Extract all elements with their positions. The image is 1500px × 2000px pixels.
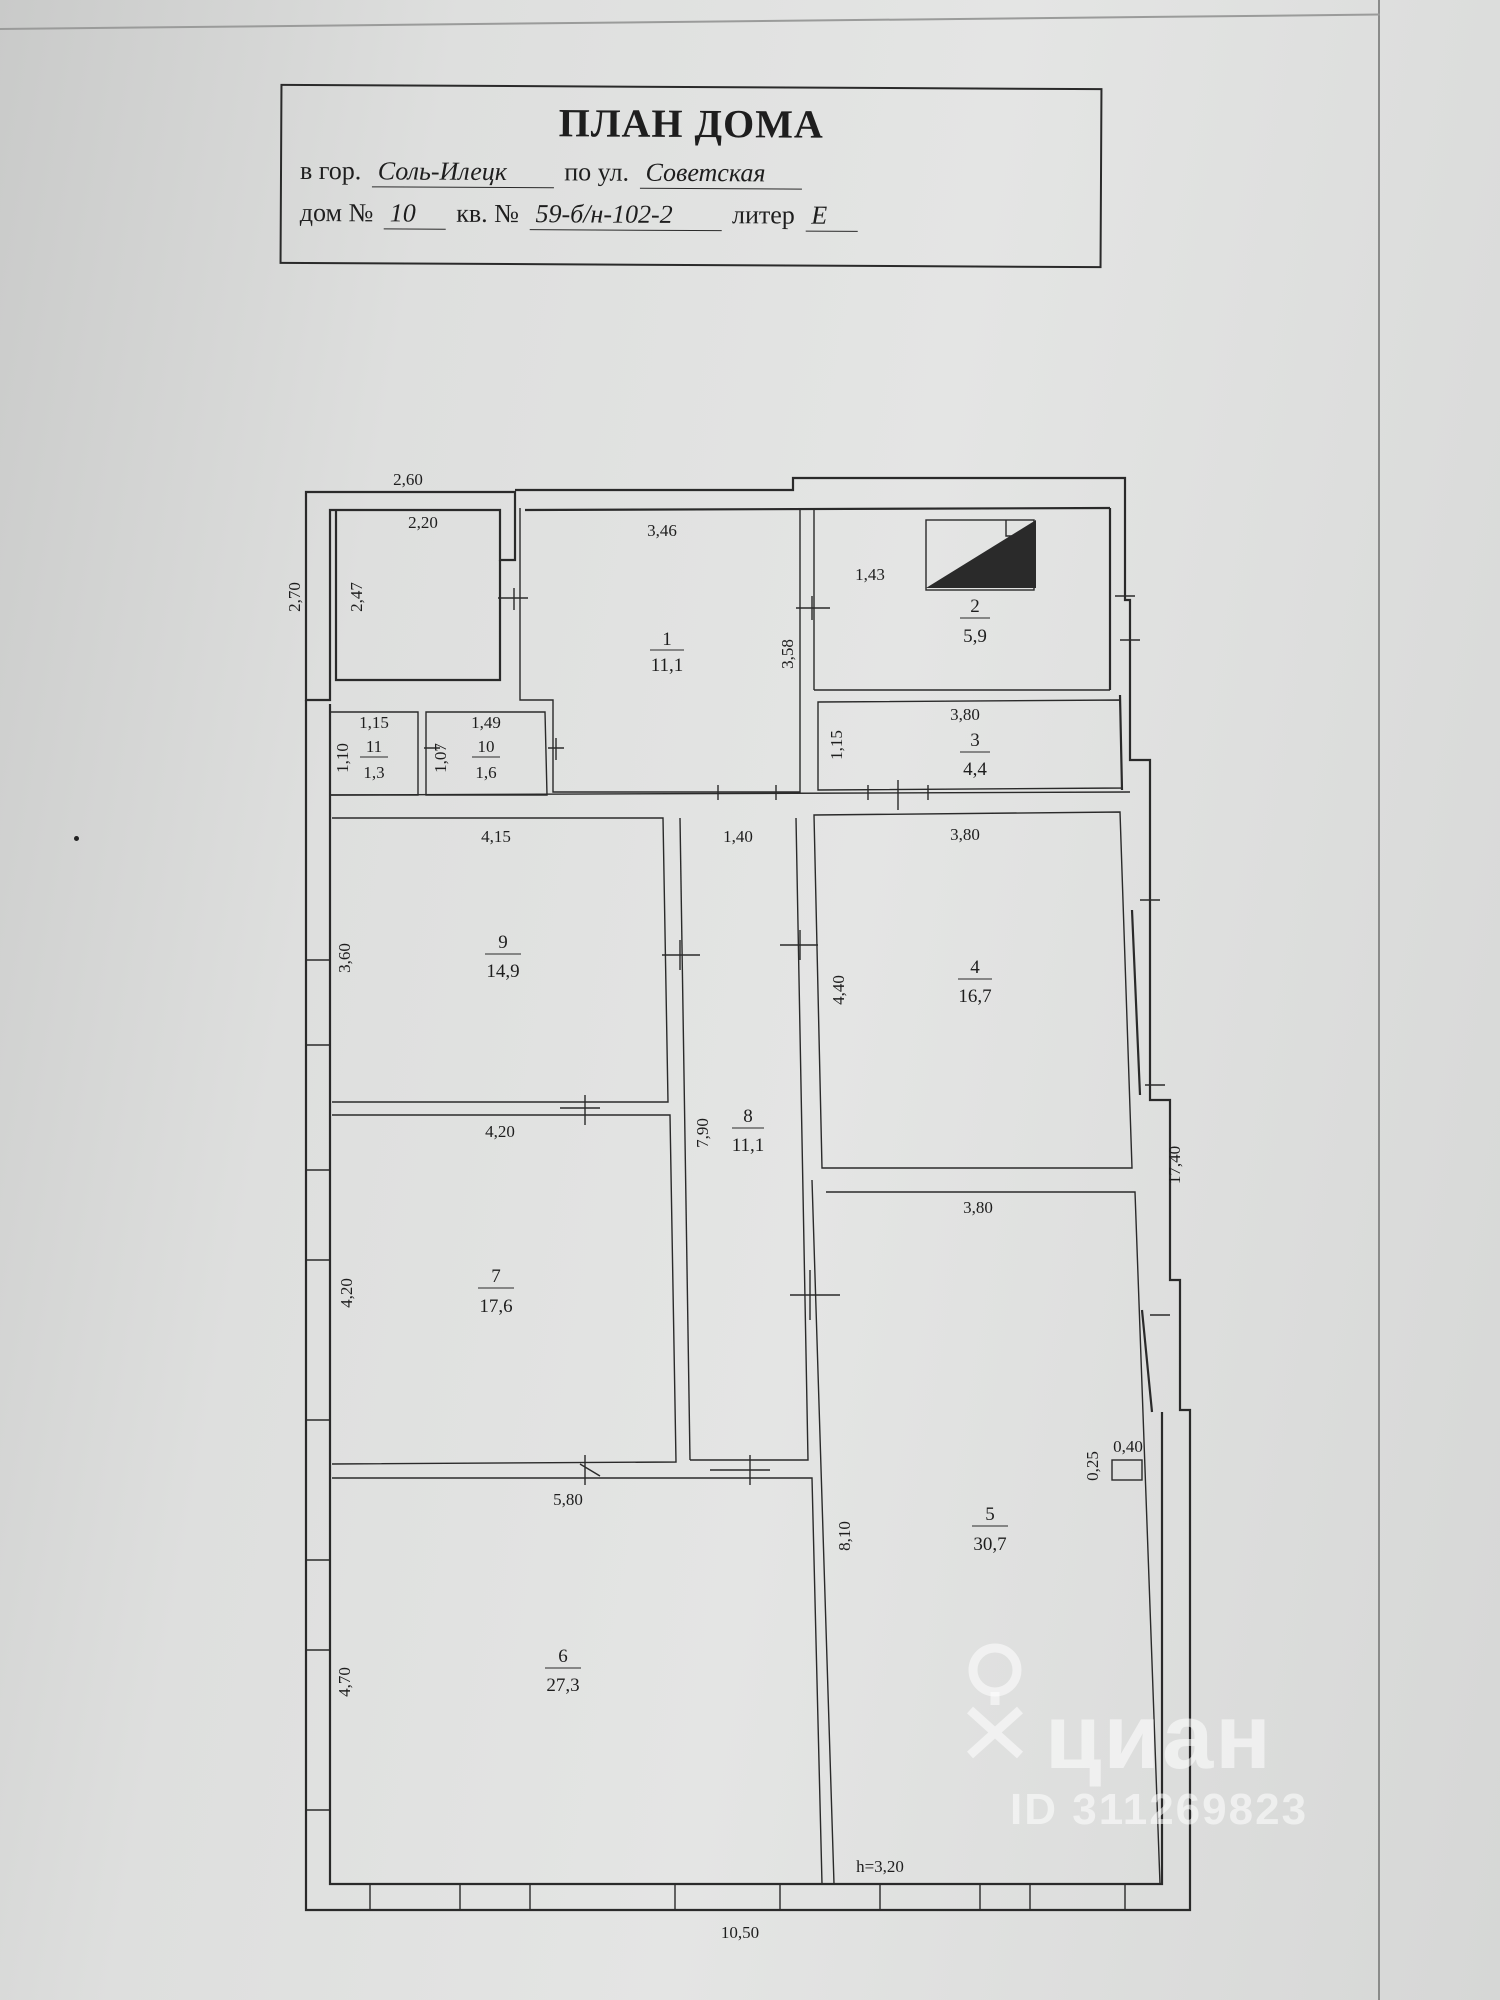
dim-room7-depth: 4,20 xyxy=(337,1278,356,1308)
dim-room3-depth: 1,15 xyxy=(827,730,846,760)
room-11-number: 11 xyxy=(366,737,382,756)
room-5-number: 5 xyxy=(985,1504,995,1525)
dim-niche-width: 0,40 xyxy=(1113,1437,1143,1456)
window-marks xyxy=(306,595,1170,1910)
room-10-area: 1,6 xyxy=(475,763,496,782)
wall-room3 xyxy=(817,699,1123,791)
stray-mark xyxy=(74,836,79,841)
interior-walls xyxy=(306,508,1170,1910)
dim-niche-depth: 0,25 xyxy=(1083,1451,1102,1481)
dim-room9-depth: 3,60 xyxy=(335,943,354,973)
dim-room8-depth: 7,90 xyxy=(693,1118,712,1148)
room-6-area: 27,3 xyxy=(546,1675,579,1696)
watermark-pin-icon xyxy=(966,1643,1024,1759)
room-10-number: 10 xyxy=(478,737,495,756)
dim-room7-width: 4,20 xyxy=(485,1122,515,1141)
ceiling-height: h=3,20 xyxy=(856,1857,904,1876)
room-9-number: 9 xyxy=(498,932,508,953)
dim-total-width: 10,50 xyxy=(721,1923,759,1942)
watermark-brand: циан xyxy=(1045,1686,1273,1788)
wall-room7 xyxy=(331,1114,677,1465)
room-8-number: 8 xyxy=(743,1106,753,1127)
dim-room6-width: 5,80 xyxy=(553,1490,583,1509)
room-7-area: 17,6 xyxy=(479,1296,512,1317)
wall-envelope-inner xyxy=(328,704,1164,1886)
wall-room8-left xyxy=(679,817,691,1461)
stair-icon xyxy=(925,519,1036,591)
wall-corridor-top xyxy=(329,791,1131,796)
room-labels: 1 11,1 2 5,9 3 4,4 4 16,7 5 30,7 6 27,3 … xyxy=(360,596,1008,1696)
room-8-area: 11,1 xyxy=(732,1135,765,1156)
wall-room1 xyxy=(519,508,801,793)
dim-room11-width: 1,15 xyxy=(359,713,389,732)
room-3-number: 3 xyxy=(970,730,980,751)
room-4-number: 4 xyxy=(970,957,980,978)
niche xyxy=(1111,1459,1143,1481)
room-11-area: 1,3 xyxy=(363,763,384,782)
dim-room9-width: 4,15 xyxy=(481,827,511,846)
room-7-number: 7 xyxy=(491,1266,501,1287)
room-4-area: 16,7 xyxy=(958,986,991,1007)
room-1-number: 1 xyxy=(662,629,672,650)
dim-room3-width: 3,80 xyxy=(950,705,980,724)
dim-porch-inner-depth: 2,47 xyxy=(347,582,366,612)
room-2-number: 2 xyxy=(970,596,980,617)
room-1-area: 11,1 xyxy=(651,655,684,676)
dim-room1-depth: 3,58 xyxy=(778,639,797,669)
wall-top-inner xyxy=(524,506,1111,512)
room-5-area: 30,7 xyxy=(973,1534,1006,1555)
dim-total-length: 17,40 xyxy=(1165,1146,1184,1184)
dim-room1-width: 3,46 xyxy=(647,521,677,540)
wall-room5 xyxy=(826,1191,1161,1885)
dim-porch-outer-depth: 2,70 xyxy=(285,582,304,612)
wall-envelope-outer xyxy=(304,476,1192,1912)
door-marks xyxy=(424,588,929,1485)
room-9-area: 14,9 xyxy=(486,961,519,982)
wall-room10 xyxy=(425,711,548,796)
wall-porch xyxy=(304,490,517,702)
dim-porch-outer-width: 2,60 xyxy=(393,470,423,489)
dim-room4-depth: 4,40 xyxy=(829,975,848,1005)
room-6-number: 6 xyxy=(558,1646,568,1667)
dim-room11-depth: 1,10 xyxy=(333,743,352,773)
wall-room9 xyxy=(332,817,669,1103)
watermark-id: ID 311269823 xyxy=(1010,1785,1309,1834)
dim-room4-width: 3,80 xyxy=(950,825,980,844)
dim-room2-width: 1,43 xyxy=(855,565,885,584)
wall-room4 xyxy=(813,811,1133,1169)
wall-room6 xyxy=(332,1477,823,1885)
sheet-edge xyxy=(1378,0,1380,2000)
wall-porch-inner xyxy=(334,510,502,682)
room-2-area: 5,9 xyxy=(963,626,987,647)
dim-room10-depth: 1,07 xyxy=(431,743,450,773)
dim-room8-width: 1,40 xyxy=(723,827,753,846)
room-3-area: 4,4 xyxy=(963,759,987,780)
dim-room5-width: 3,80 xyxy=(963,1198,993,1217)
dim-room10-width: 1,49 xyxy=(471,713,501,732)
wall-room5-left xyxy=(811,1179,835,1885)
dimension-labels: 2,60 2,20 2,70 2,47 3,46 3,58 1,43 3,80 … xyxy=(285,470,1184,1942)
dim-porch-inner-width: 2,20 xyxy=(408,513,438,532)
dim-room6-depth: 4,70 xyxy=(335,1667,354,1697)
dim-room5-depth: 8,10 xyxy=(835,1521,854,1551)
wall-room8-right xyxy=(690,817,809,1461)
